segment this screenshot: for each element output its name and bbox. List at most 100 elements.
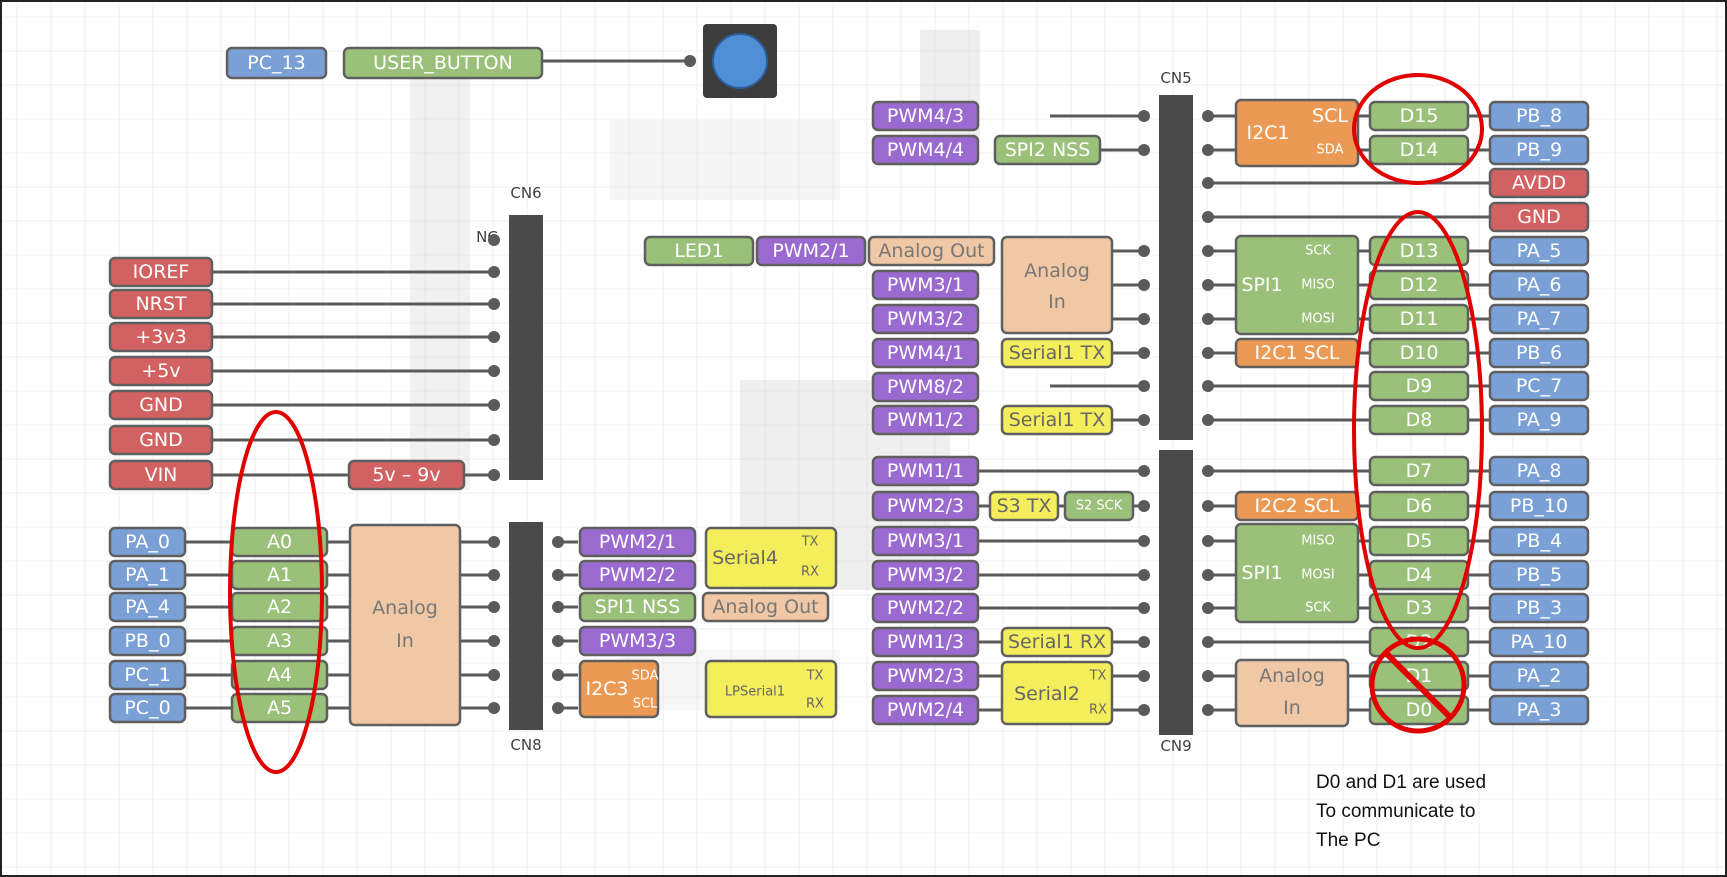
digital-d10-text: D10 [1400, 342, 1439, 364]
lpserial1-name: LPSerial1 [725, 685, 785, 700]
cn6-gnd-5-text: GND [139, 429, 183, 451]
pin-pc-13-text: PC_13 [247, 52, 305, 74]
port-pc-0-text: PC_0 [124, 697, 170, 719]
spi1-a-name: SPI1 [1241, 274, 1282, 296]
cn6-gnd-4-text: GND [139, 394, 183, 416]
port-gnd-3: GND [1490, 203, 1588, 231]
user-button-icon[interactable] [713, 34, 767, 88]
spi1-b-sck: SCK [1305, 601, 1331, 616]
lpserial1-tx: TX [806, 669, 824, 684]
i2c2-scl: I2C2 SCL [1236, 492, 1358, 520]
digital-d6-text: D6 [1406, 495, 1433, 517]
port-pc-7-8-text: PC_7 [1516, 375, 1562, 397]
i2c3-name: I2C3 [585, 678, 628, 700]
cn9l-pin-dot [1138, 636, 1150, 648]
port-avdd-2-text: AVDD [1512, 172, 1566, 194]
vin-range: 5v – 9v [349, 461, 464, 489]
port-pa-0-text: PA_0 [125, 531, 170, 553]
cn9-pwm1-1-0-text: PWM1/1 [887, 460, 964, 482]
cn9l-pin-dot [1138, 602, 1150, 614]
cn6-vin-6-text: VIN [145, 464, 178, 486]
lpserial1-rx: RX [806, 697, 824, 712]
port-pc-7-8: PC_7 [1490, 372, 1588, 400]
spi1-a-miso: MISO [1301, 278, 1335, 293]
pwm-2-1-b-text: PWM2/1 [772, 240, 849, 262]
port-pb-10-cn9-1: PB_10 [1490, 492, 1588, 520]
port-pb-3-cn9-4-text: PB_3 [1516, 597, 1562, 619]
cn9-pwm3-2-3-text: PWM3/2 [887, 564, 964, 586]
cn6-3v3-2-text: +3v3 [135, 326, 186, 348]
digital-d12: D12 [1370, 271, 1468, 299]
cn9-pwm3-2-3: PWM3/2 [873, 561, 978, 589]
digital-d8-text: D8 [1406, 409, 1433, 431]
led1: LED1 [645, 237, 753, 265]
vin-range-text: 5v – 9v [372, 464, 440, 486]
cn9l-pin-dot [1138, 465, 1150, 477]
pwm-3-2-a-text: PWM3/2 [887, 308, 964, 330]
cn9l-pin-dot [1138, 704, 1150, 716]
port-pa-8-cn9-0: PA_8 [1490, 457, 1588, 485]
pwm-4-1: PWM4/1 [873, 339, 978, 367]
cn5l-pin-dot [1138, 414, 1150, 426]
s3-tx-text: S3 TX [997, 495, 1052, 517]
cn8-header [509, 522, 543, 730]
port-pa-8-cn9-0-text: PA_8 [1517, 460, 1562, 482]
cn8-pin-dot [488, 702, 500, 714]
analog-pin-a5-text: A5 [267, 697, 292, 719]
analog-pin-a2-text: A2 [267, 596, 292, 618]
digital-d10: D10 [1370, 339, 1468, 367]
cn6-pin-dot [488, 298, 500, 310]
digital-d3-text: D3 [1406, 597, 1433, 619]
cn5l-pin-dot [1138, 313, 1150, 325]
cn9-pwm2-3-6: PWM2/3 [873, 662, 978, 690]
user-button-label-text: USER_BUTTON [373, 52, 513, 74]
port-pb-5-cn9-3: PB_5 [1490, 561, 1588, 589]
cn6-pin-dot [488, 399, 500, 411]
cn9-pwm1-1-0: PWM1/1 [873, 457, 978, 485]
digital-d4-text: D4 [1406, 564, 1433, 586]
cn5-analog-in-text-1: Analog [1024, 260, 1090, 282]
analog-pin-a1-text: A1 [267, 564, 292, 586]
spi1-nss-text: SPI1 NSS [595, 596, 681, 618]
spi1-a-sck: SCK [1305, 244, 1331, 259]
digital-d7: D7 [1370, 457, 1468, 485]
pwm-2-1-a-text: PWM2/1 [599, 531, 676, 553]
serial4-name: Serial4 [712, 547, 778, 569]
pwm-3-3-text: PWM3/3 [599, 630, 676, 652]
serial1-rx-text: Serial1 RX [1008, 631, 1106, 653]
cn8-analog-out-text: Analog Out [712, 596, 818, 618]
pwm-3-2-a: PWM3/2 [873, 305, 978, 333]
digital-d9-text: D9 [1406, 375, 1433, 397]
digital-d11-text: D11 [1400, 308, 1439, 330]
cn8-analog-out: Analog Out [703, 593, 828, 621]
cn8-pin-dot [488, 569, 500, 581]
digital-d11: D11 [1370, 305, 1468, 333]
port-pa-6-5: PA_6 [1490, 271, 1588, 299]
cn6-pin-dot [488, 331, 500, 343]
cn9l-pin-dot [1138, 535, 1150, 547]
port-pb-3-cn9-4: PB_3 [1490, 594, 1588, 622]
cn6-vin-6: VIN [110, 461, 212, 489]
port-pb-4-cn9-2-text: PB_4 [1516, 530, 1562, 552]
digital-d6: D6 [1370, 492, 1468, 520]
port-pb-6-7: PB_6 [1490, 339, 1588, 367]
pwm-2-1-a: PWM2/1 [580, 528, 695, 556]
analog-pin-a4-text: A4 [267, 664, 292, 686]
spi2-nss-text: SPI2 NSS [1005, 139, 1091, 161]
digital-d4: D4 [1370, 561, 1468, 589]
cn9l-pin-dot [1138, 500, 1150, 512]
port-pb-10-cn9-1-text: PB_10 [1510, 495, 1568, 517]
digital-d5: D5 [1370, 527, 1468, 555]
digital-d15: D15 [1370, 102, 1468, 130]
cn8-label: CN8 [510, 736, 541, 754]
cn8-analog-in-block [350, 525, 460, 725]
pwm-4-4: PWM4/4 [873, 136, 978, 164]
pwm-3-3: PWM3/3 [580, 627, 695, 655]
cn9-pwm2-4-7-text: PWM2/4 [887, 699, 964, 721]
serial2-rx: RX [1089, 703, 1107, 718]
cn6-gnd-4: GND [110, 391, 212, 419]
port-pc-1: PC_1 [110, 661, 185, 689]
s3-tx: S3 TX [990, 492, 1058, 520]
cn8-pin-dot [488, 635, 500, 647]
